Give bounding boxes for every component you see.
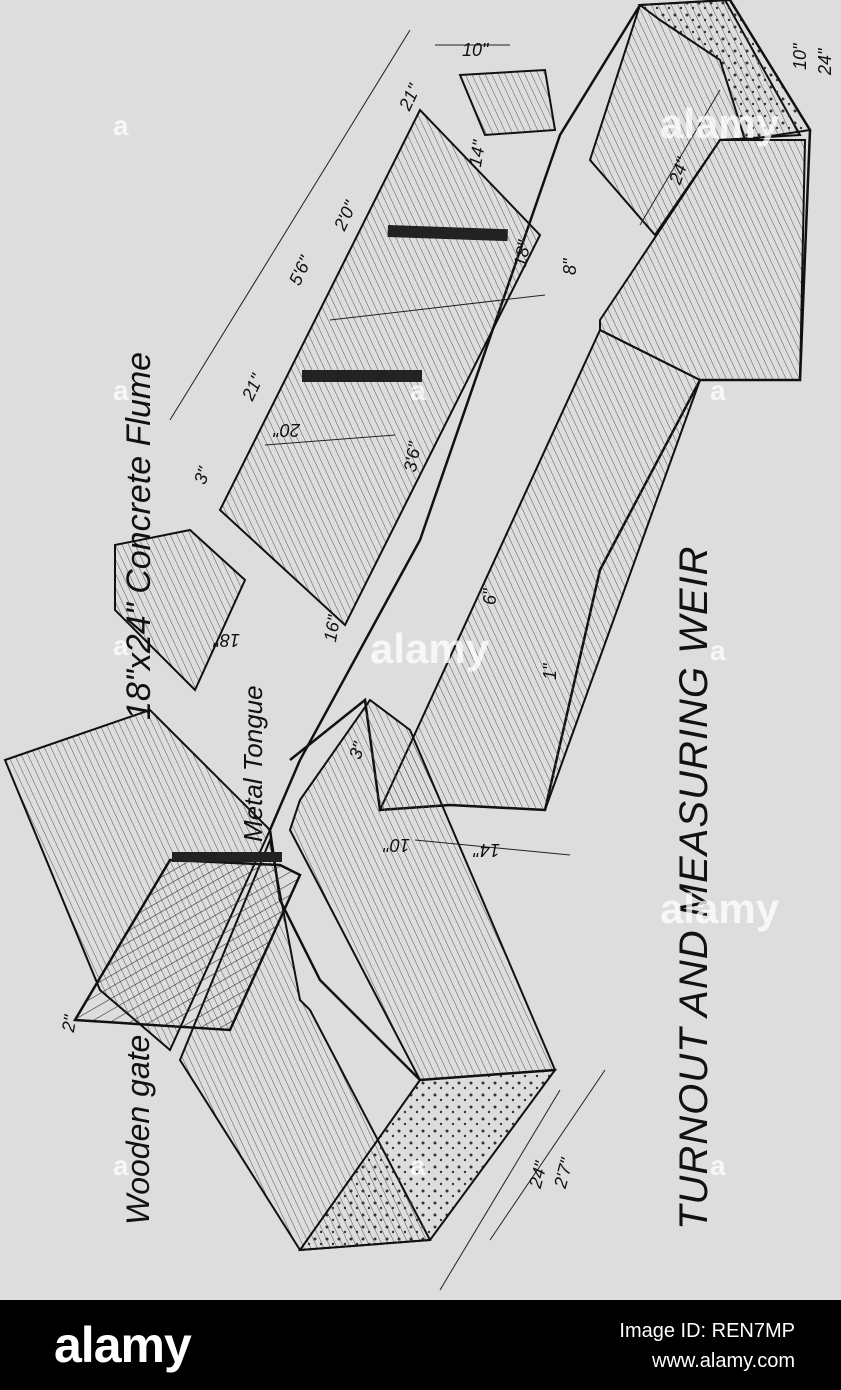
- weir-drawing: TURNOUT AND MEASURING WEIR 18"x24" Concr…: [3, 0, 835, 1291]
- watermark-letter: a: [113, 630, 129, 661]
- dim-label: 8": [560, 258, 580, 275]
- dim-label: 24": [815, 48, 835, 75]
- watermark-letter: a: [710, 635, 726, 666]
- watermark-letter: a: [710, 1150, 726, 1181]
- tongue-label: Metal Tongue: [238, 685, 268, 842]
- watermark-letter: a: [113, 375, 129, 406]
- alamy-logo: alamy: [54, 1317, 192, 1373]
- flume-label: 18"x24" Concrete Flume: [120, 351, 158, 720]
- site-url: www.alamy.com: [652, 1350, 795, 1372]
- watermark-letter: a: [710, 375, 726, 406]
- dim-label: 18": [213, 630, 240, 650]
- dim-label: 20": [273, 420, 300, 440]
- dim-label: 2": [58, 1013, 81, 1034]
- dim-label: 10": [462, 40, 489, 60]
- dimension-lines: [169, 29, 721, 1291]
- dim-label: 10": [790, 43, 810, 70]
- dim-label: 10": [383, 835, 410, 855]
- watermark-letter: a: [113, 1150, 129, 1181]
- watermark-letter: a: [113, 110, 129, 141]
- watermark-text: alamy: [660, 885, 780, 932]
- wooden-gate: [72, 858, 302, 1032]
- watermark-text: alamy: [660, 100, 780, 147]
- watermark-letter: a: [410, 1150, 426, 1181]
- dim-label: 1": [540, 663, 560, 680]
- image-id: Image ID: REN7MP: [619, 1320, 795, 1342]
- dim-label: 6": [480, 588, 500, 605]
- footer-bar: alamy Image ID: REN7MP www.alamy.com: [0, 1300, 841, 1390]
- gate-label: Wooden gate: [120, 1034, 156, 1225]
- metal-tongues: [172, 224, 508, 862]
- isometric-weir-diagram: [3, 0, 812, 1291]
- watermark-text: alamy: [370, 625, 490, 672]
- dim-label: 14": [473, 840, 500, 860]
- concrete-sections: [297, 0, 812, 1252]
- watermark-letter: a: [410, 375, 426, 406]
